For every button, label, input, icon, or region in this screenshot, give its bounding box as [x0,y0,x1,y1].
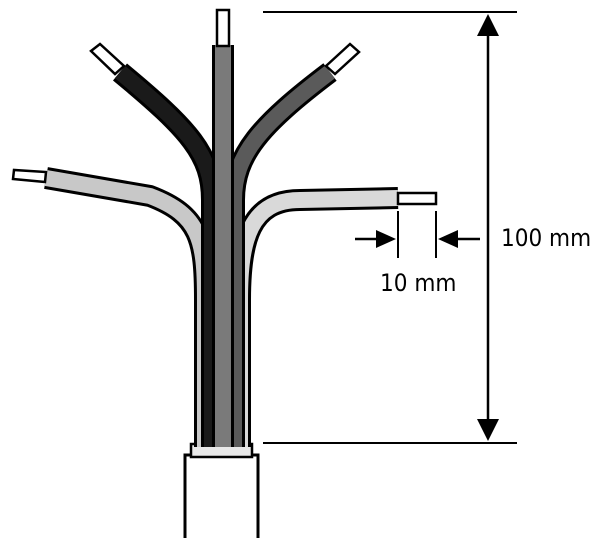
arrowhead-left [438,230,458,248]
conductor-ends [11,8,438,206]
arrowhead-down [477,419,499,441]
dimension-strip: 10 mm [355,211,480,297]
wire-black [112,63,223,447]
wire-light-grey-left [44,167,216,447]
wire-dark-grey-right [223,63,337,447]
wire-light-grey-right [229,187,399,447]
length-label: 100 mm [501,224,591,252]
strip-label: 10 mm [380,269,456,297]
arrowhead-right [376,230,396,248]
dimension-length: 100 mm [263,11,592,444]
arrowhead-up [477,14,499,36]
cable-sheath [183,442,260,538]
